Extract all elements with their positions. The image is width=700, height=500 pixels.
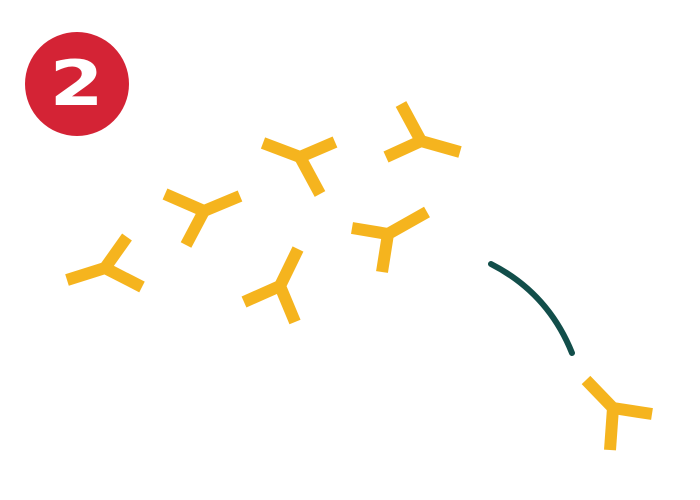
- step-number: 2: [50, 47, 104, 120]
- antibody-group: [65, 101, 653, 451]
- antibody-5-icon: [351, 206, 430, 273]
- antibody-6-icon: [241, 246, 304, 325]
- antibody-4-icon: [383, 101, 462, 163]
- antibody-3-icon: [260, 136, 338, 197]
- antibody-2-icon: [162, 188, 243, 248]
- trajectory-arc: [488, 261, 575, 356]
- antibody-1-icon: [65, 233, 145, 293]
- step-number-badge: 2: [25, 32, 129, 136]
- antibody-7-icon: [581, 375, 653, 451]
